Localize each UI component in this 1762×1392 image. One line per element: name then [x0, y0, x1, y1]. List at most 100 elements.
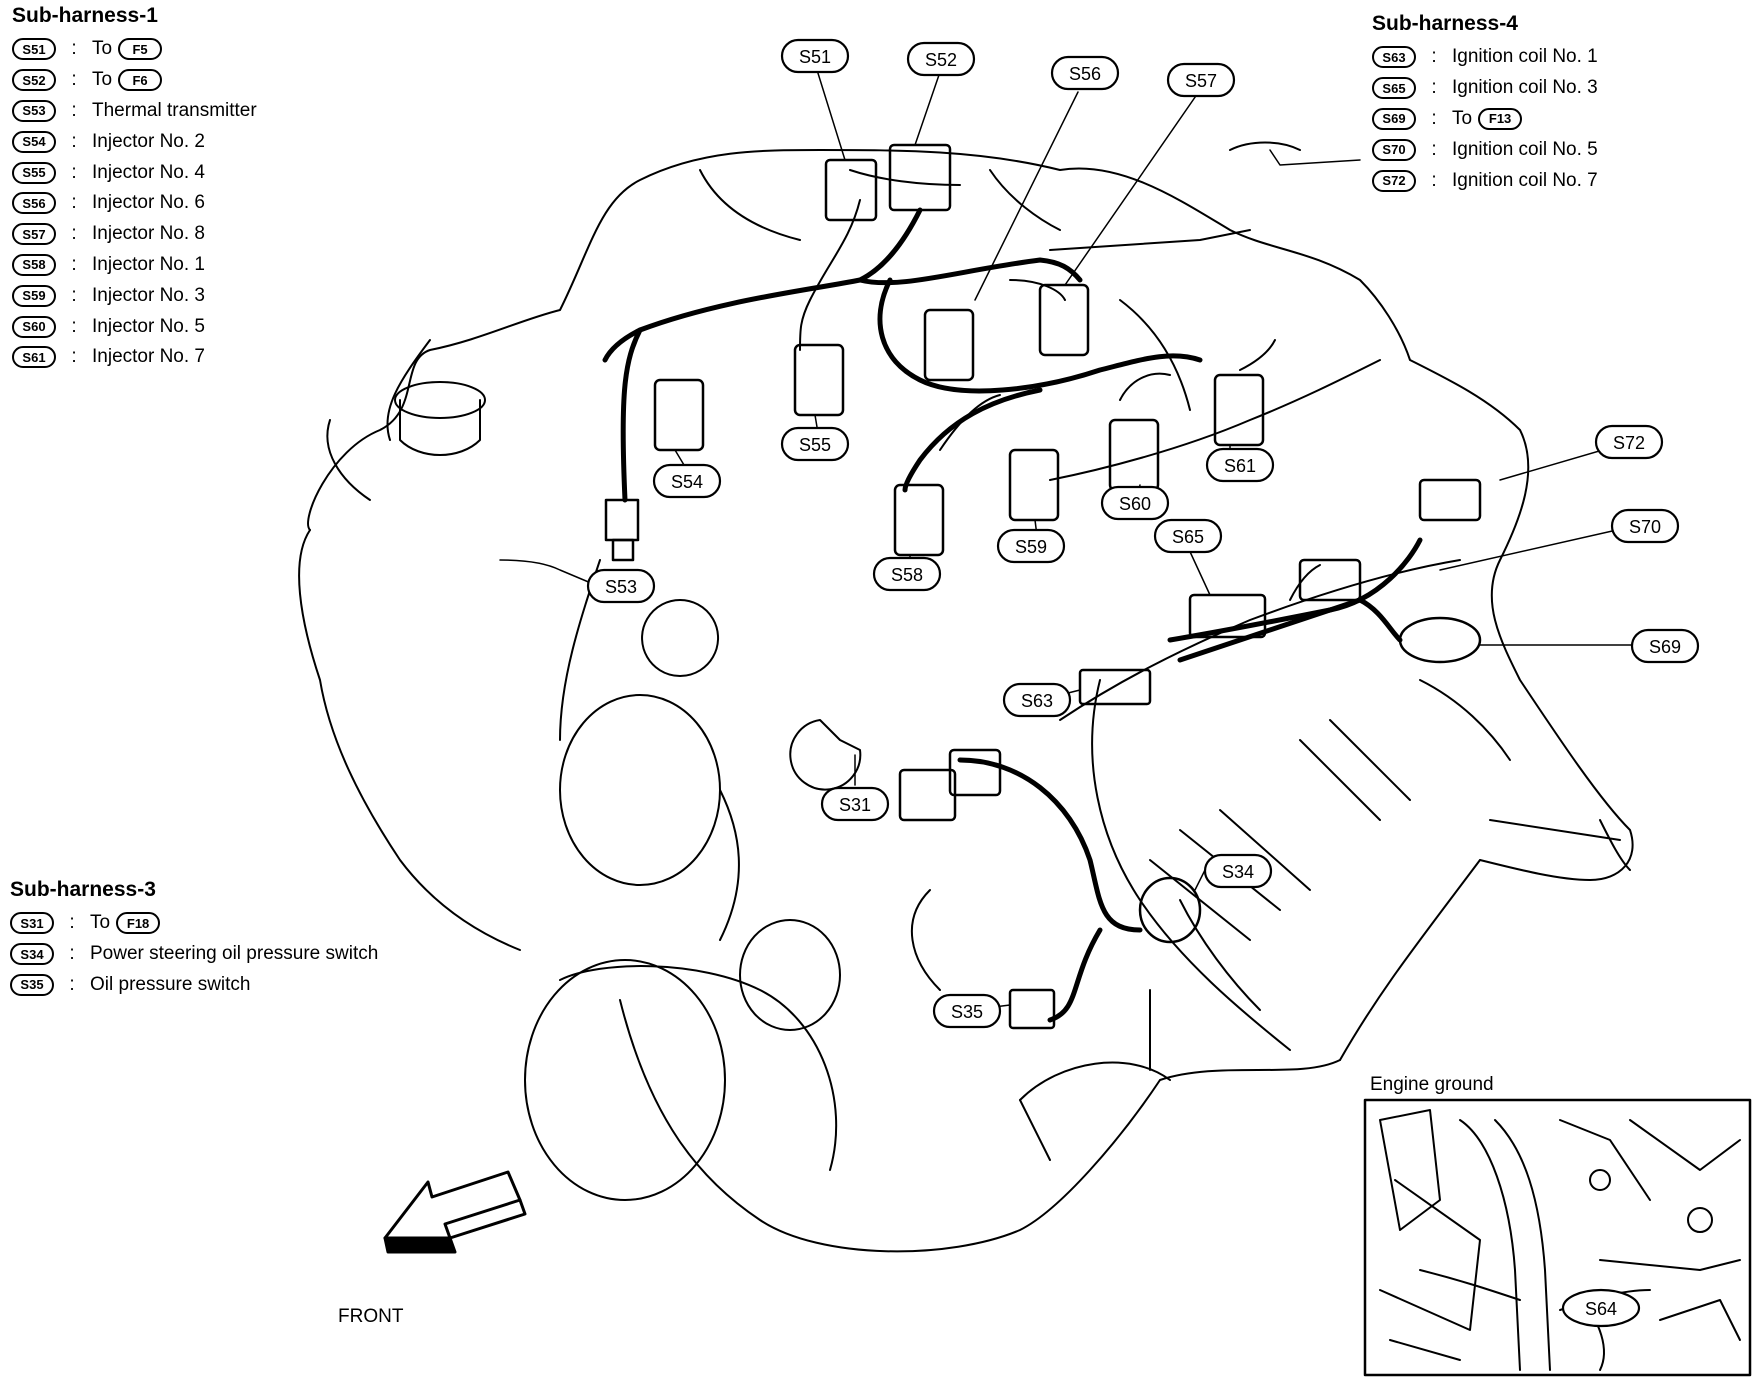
- connector-description: Power steering oil pressure switch: [90, 943, 378, 965]
- callouts: S51 S52 S56 S57 S55 S54 S61 S60 S59 S58 …: [586, 38, 1700, 1029]
- description-text: Ignition coil No. 1: [1452, 46, 1598, 68]
- separator-colon: :: [71, 315, 77, 337]
- separator-colon: :: [71, 69, 77, 91]
- engine-outline: [298, 141, 1634, 1253]
- callout-s53: S53: [586, 568, 656, 604]
- separator-colon: :: [1431, 169, 1437, 191]
- callout-s60: S60: [1100, 485, 1170, 521]
- callout-s54: S54: [652, 463, 722, 499]
- callout-s34: S34: [1203, 853, 1273, 889]
- connector-description: Ignition coil No. 3: [1452, 77, 1598, 99]
- description-text: To: [92, 69, 113, 91]
- svg-text:S35: S35: [951, 1002, 983, 1022]
- description-text: Ignition coil No. 7: [1452, 169, 1598, 191]
- connector-description: Ignition coil No. 5: [1452, 139, 1598, 161]
- connector-description: Oil pressure switch: [90, 974, 251, 996]
- legend-row-s65: S65:Ignition coil No. 3: [1372, 73, 1598, 104]
- svg-text:S69: S69: [1649, 637, 1681, 657]
- connector-code-badge: S31: [10, 912, 54, 935]
- legend-row-s53: S53: Thermal transmitter: [12, 96, 257, 127]
- svg-text:S55: S55: [799, 435, 831, 455]
- legend-row-s63: S63:Ignition coil No. 1: [1372, 42, 1598, 73]
- legend-row-s54: S54: Injector No. 2: [12, 126, 257, 157]
- svg-text:S63: S63: [1021, 691, 1053, 711]
- legend-row-s34: S34:Power steering oil pressure switch: [10, 939, 378, 970]
- reference-connector-badge: F6: [118, 69, 163, 92]
- svg-text:S72: S72: [1613, 433, 1645, 453]
- callout-s70: S70: [1610, 508, 1680, 544]
- separator-colon: :: [71, 130, 77, 152]
- svg-text:S53: S53: [605, 577, 637, 597]
- separator-colon: :: [69, 912, 75, 934]
- connector-code-badge: S55: [12, 161, 56, 184]
- callout-s56: S56: [1050, 55, 1120, 91]
- callout-s63: S63: [1002, 682, 1072, 718]
- connector-code-badge: S70: [1372, 138, 1416, 161]
- connector-description: Injector No. 1: [92, 254, 205, 276]
- description-text: Injector No. 8: [92, 223, 205, 245]
- legend-row-s57: S57:Injector No. 8: [12, 219, 257, 250]
- connector-code-badge: S61: [12, 346, 56, 369]
- separator-colon: :: [1431, 77, 1437, 99]
- callout-s69: S69: [1630, 628, 1700, 664]
- svg-text:S52: S52: [925, 50, 957, 70]
- svg-text:S31: S31: [839, 795, 871, 815]
- callout-s64: S64: [1561, 1288, 1641, 1328]
- legend-row-s61: S61:Injector No. 7: [12, 342, 257, 373]
- description-text: Oil pressure switch: [90, 973, 251, 995]
- svg-text:S60: S60: [1119, 494, 1151, 514]
- connector-code-badge: S54: [12, 130, 56, 153]
- description-text: To: [90, 912, 111, 934]
- front-label: FRONT: [338, 1306, 404, 1327]
- separator-colon: :: [71, 99, 77, 121]
- connector-description: Injector No. 8: [92, 223, 205, 245]
- sub-harness-4-title: Sub-harness-4: [1372, 12, 1518, 35]
- svg-text:S58: S58: [891, 565, 923, 585]
- connector-description: Injector No. 6: [92, 192, 205, 214]
- reference-connector-badge: F5: [118, 38, 163, 61]
- sub-harness-1-title: Sub-harness-1: [12, 4, 158, 27]
- connector-code-badge: S53: [12, 99, 56, 122]
- connectors: [604, 143, 1482, 1030]
- legend-row-s70: S70: Ignition coil No. 5: [1372, 134, 1598, 165]
- description-text: Injector No. 2: [92, 130, 205, 152]
- inset-photo-lines: [1379, 1109, 1741, 1371]
- legend-row-s60: S60: Injector No. 5: [12, 311, 257, 342]
- callout-s59: S59: [996, 528, 1066, 564]
- svg-text:S65: S65: [1172, 527, 1204, 547]
- description-text: Ignition coil No. 5: [1452, 138, 1598, 160]
- engine-parts: [394, 381, 1171, 1201]
- connector-description: Thermal transmitter: [92, 100, 257, 122]
- description-text: Ignition coil No. 3: [1452, 77, 1598, 99]
- svg-text:S54: S54: [671, 472, 703, 492]
- connector-description: Injector No. 5: [92, 316, 205, 338]
- separator-colon: :: [71, 192, 77, 214]
- svg-text:S70: S70: [1629, 517, 1661, 537]
- svg-text:S61: S61: [1224, 456, 1256, 476]
- callout-s72: S72: [1594, 424, 1664, 460]
- svg-text:S57: S57: [1185, 71, 1217, 91]
- separator-colon: :: [1431, 138, 1437, 160]
- connector-description: Injector No. 3: [92, 285, 205, 307]
- connector-code-badge: S58: [12, 253, 56, 276]
- connector-code-badge: S56: [12, 192, 56, 215]
- callout-s58: S58: [872, 556, 942, 592]
- svg-text:S59: S59: [1015, 537, 1047, 557]
- connector-code-badge: S60: [12, 315, 56, 338]
- sub-harness-3-title: Sub-harness-3: [10, 878, 156, 901]
- separator-colon: :: [71, 253, 77, 275]
- connector-code-badge: S69: [1372, 107, 1416, 130]
- callout-s57: S57: [1166, 62, 1236, 98]
- description-text: Injector No. 4: [92, 161, 205, 183]
- callout-s51: S51: [780, 38, 850, 74]
- separator-colon: :: [71, 38, 77, 60]
